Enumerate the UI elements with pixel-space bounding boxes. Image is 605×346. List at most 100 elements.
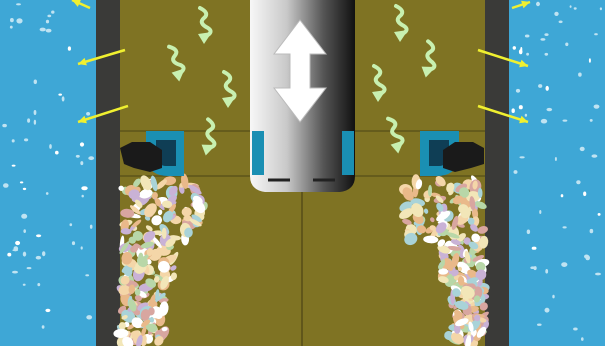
water-bubble [80,161,83,165]
water-bubble [520,47,522,51]
water-bubble [46,20,49,24]
water-bubble [516,89,520,93]
water-bubble [12,165,16,167]
water-bubble [555,157,557,161]
water-bubble [525,35,530,38]
water-bubble [23,229,26,233]
water-bubble [600,7,602,10]
water-bubble [34,120,36,125]
water-bubble [2,124,7,127]
water-bubble [561,194,564,197]
water-bubble [540,38,545,41]
gravel-stone [162,228,167,239]
water-bubble [15,241,20,245]
water-bubble [23,284,26,286]
water-bubble [525,114,527,117]
water-bubble [16,18,22,23]
water-bubble [538,84,542,88]
water-bubble [80,142,84,146]
water-bubble [81,186,87,190]
water-bubble [88,156,94,160]
water-left [0,0,96,346]
water-bubble [532,247,537,250]
water-bubble [546,86,549,91]
water-bubble [519,105,523,109]
water-bubble [85,274,89,276]
water-bubble [86,112,90,116]
water-bubble [536,2,540,6]
water-bubble [27,267,32,269]
water-bubble [547,108,553,111]
water-bubble [21,214,27,219]
water-bubble [565,43,568,47]
water-bubble [49,144,52,149]
water-bubble [544,33,548,36]
water-bubble [90,225,93,229]
water-bubble [68,46,71,50]
water-bubble [55,151,59,155]
water-bubble [541,119,547,124]
water-bubble [563,226,567,228]
water-bubble [45,309,50,312]
water-bubble [51,11,54,14]
water-bubble [23,252,26,257]
water-bubble [573,328,578,331]
water-bubble [12,271,18,274]
water-bubble [513,46,516,50]
water-bubble [583,192,586,197]
water-bubble [72,241,75,245]
water-bubble [36,256,41,260]
water-bubble [545,53,549,56]
water-bubble [592,154,598,157]
water-bubble [24,138,28,141]
water-bubble [581,337,584,341]
water-bubble [570,5,572,8]
water-bubble [559,21,563,24]
water-bubble [594,105,600,109]
water-bubble [545,269,548,274]
water-bubble [527,230,530,235]
water-bubble [34,110,37,115]
water-bubble [595,273,601,276]
water-bubble [574,7,577,9]
water-bubble [20,181,23,183]
water-bubble [545,308,550,313]
water-bubble [590,119,593,122]
water-bubble [580,147,585,151]
water-bubble [7,253,11,257]
water-bubble [552,295,554,299]
water-bubble [23,188,26,190]
water-bubble [10,26,13,29]
piston-seal-right [342,131,354,175]
water-bubble [36,234,41,237]
water-bubble [512,108,515,113]
piston-seal-left [252,131,264,175]
water-bubble [46,192,49,195]
water-bubble [82,195,84,198]
water-bubble [46,29,52,33]
water-bubble [598,213,601,216]
water-bubble [58,94,62,96]
water-bubble [578,73,582,77]
wall-right [485,0,509,346]
water-bubble [594,33,598,35]
water-bubble [590,229,594,233]
water-bubble [530,266,535,269]
water-bubble [42,251,45,256]
water-bubble [37,283,40,286]
water-bubble [42,325,45,328]
water-bubble [76,155,80,158]
water-bubble [526,53,529,56]
water-bubble [34,80,37,85]
water-bubble [3,183,9,188]
water-bubble [27,118,30,122]
water-bubble [561,262,567,267]
water-bubble [576,180,580,184]
water-bubble [81,246,83,249]
water-bubble [70,223,73,226]
water-bubble [539,210,541,214]
water-bubble [519,156,524,158]
water-bubble [514,170,518,174]
